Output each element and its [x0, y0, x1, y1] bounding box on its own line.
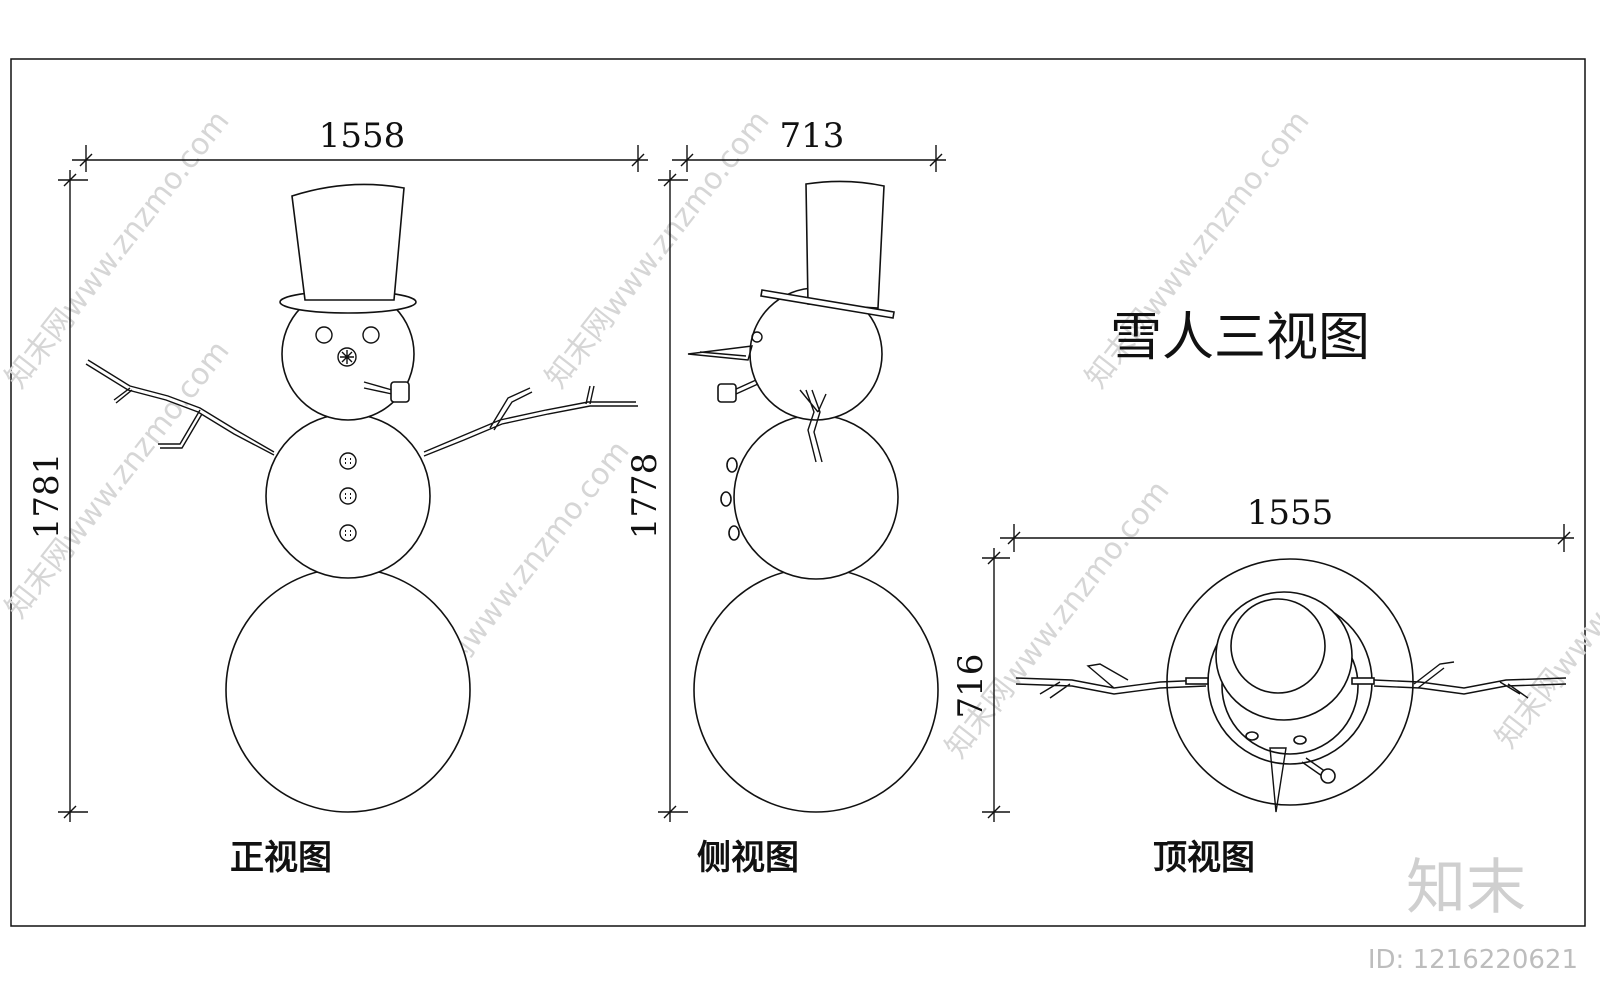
top-left-arm: [1015, 663, 1207, 699]
dimension-tick: [1557, 531, 1571, 545]
top-right-arm: [1373, 661, 1567, 699]
side-pipe-bowl: [717, 383, 737, 403]
front-bottom-ball: [225, 567, 471, 813]
top-view: 1555 716 顶视图: [951, 493, 1574, 878]
side-bottom-ball: [693, 567, 939, 813]
dimension-tick: [663, 173, 677, 187]
button-holes: [345, 458, 351, 536]
dimension-tick: [79, 153, 93, 167]
front-left-arm: [85, 359, 275, 456]
side-eye: [751, 331, 763, 343]
front-middle-ball: [265, 413, 431, 579]
front-right-arm: [423, 385, 638, 457]
front-nose-detail: [340, 350, 354, 364]
front-pipe: [363, 381, 393, 395]
side-height-value: 1778: [625, 453, 665, 540]
front-pipe-bowl: [390, 381, 410, 403]
top-width-value: 1555: [1247, 493, 1334, 533]
dimension-tick: [1007, 531, 1021, 545]
dimension-tick: [663, 805, 677, 819]
side-arm: [799, 389, 827, 463]
top-carrot-nose: [1269, 747, 1287, 813]
dimension-tick: [987, 551, 1001, 565]
front-left-eye: [315, 326, 333, 344]
front-nose: [337, 347, 357, 367]
top-view-label: 顶视图: [1153, 838, 1255, 878]
front-button-1: [339, 452, 357, 470]
side-width-value: 713: [780, 116, 845, 156]
top-hat-crown: [1230, 598, 1326, 694]
side-button-2: [720, 491, 732, 507]
dimension-tick: [63, 805, 77, 819]
side-hat-brim: [760, 289, 895, 319]
side-hat-crown: [805, 180, 885, 309]
watermark-text: 知末网www.znzmo.com: [939, 474, 1177, 765]
side-pipe: [733, 379, 759, 395]
dimension-tick: [680, 153, 694, 167]
drawing-title: 雪人三视图: [1110, 308, 1370, 368]
front-button-2: [339, 487, 357, 505]
front-view-label: 正视图: [230, 838, 332, 878]
drawing-frame: [10, 58, 1586, 927]
top-left-arm-stub: [1185, 677, 1209, 685]
dimension-tick: [631, 153, 645, 167]
side-button-1: [726, 457, 738, 473]
side-view-label: 侧视图: [697, 838, 799, 878]
watermark-text: 知末网www.znzmo.com: [539, 104, 777, 395]
front-hat-crown: [291, 183, 405, 301]
front-button-3: [339, 524, 357, 542]
side-button-3: [728, 525, 740, 541]
watermark-text: 知末网www.znzmo.com: [1489, 464, 1600, 755]
dimension-tick: [987, 805, 1001, 819]
side-view: 713 1778 侧视图: [625, 116, 946, 878]
top-height-value: 716: [951, 654, 991, 719]
dimension-tick: [929, 153, 943, 167]
image-id: ID: 1216220621: [1368, 945, 1578, 975]
front-view: 1558 1781 正视图: [27, 116, 648, 878]
top-right-eye: [1293, 735, 1307, 745]
front-width-value: 1558: [319, 116, 406, 156]
side-carrot-nose: [687, 345, 753, 361]
top-right-arm-stub: [1351, 677, 1375, 685]
dimension-tick: [63, 173, 77, 187]
front-height-value: 1781: [27, 453, 67, 540]
top-pipe: [1301, 757, 1327, 777]
top-left-eye: [1245, 731, 1259, 741]
brand-watermark: 知末: [1406, 853, 1526, 923]
top-pipe-bowl: [1320, 768, 1336, 784]
front-right-eye: [362, 326, 380, 344]
